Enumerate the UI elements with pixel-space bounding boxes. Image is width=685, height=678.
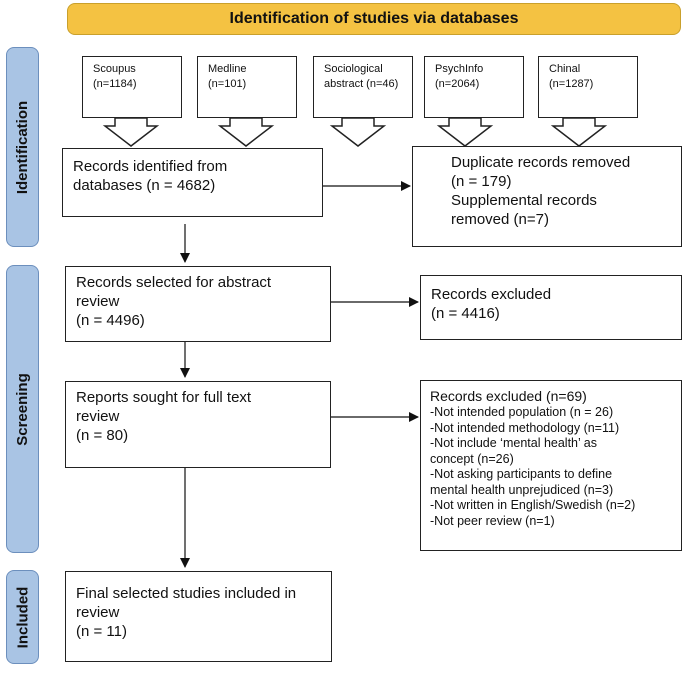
- box-line: Final selected studies included in: [76, 585, 297, 602]
- box-line: Records identified from: [73, 158, 228, 175]
- db-arrow-scoupus: [102, 117, 160, 147]
- db-count: (n=1287): [549, 78, 594, 90]
- box-excluded-abstract: Records excluded (n = 4416): [420, 275, 682, 340]
- exclusion-item: -Not peer review (n=1): [430, 513, 555, 528]
- db-count: (n=101): [208, 78, 247, 90]
- db-box-scoupus: Scoupus (n=1184): [82, 56, 182, 118]
- box-line: (n = 80): [76, 427, 129, 444]
- exclusion-item: mental health unprejudiced (n=3): [430, 482, 614, 497]
- exclusion-item: -Not written in English/Swedish (n=2): [430, 498, 636, 512]
- db-name: Scoupus: [93, 63, 136, 75]
- box-abstract-review: Records selected for abstract review (n …: [65, 266, 331, 342]
- db-name: Medline: [208, 63, 247, 75]
- box-duplicates-removed: Duplicate records removed (n = 179) Supp…: [412, 146, 682, 247]
- diagram-title: Identification of studies via databases: [67, 3, 681, 35]
- db-box-psychinfo: PsychInfo (n=2064): [424, 56, 524, 118]
- exclusion-heading: Records excluded (n=69): [430, 388, 587, 404]
- box-line: (n = 4416): [431, 305, 500, 322]
- db-box-sociological: Sociological abstract (n=46): [313, 56, 413, 118]
- exclusion-item: -Not intended population (n = 26): [430, 405, 614, 419]
- box-line: review: [76, 604, 120, 621]
- db-count: abstract (n=46): [324, 78, 399, 90]
- phase-screening: Screening: [6, 265, 39, 553]
- db-arrow-sociological: [329, 117, 387, 147]
- box-line: (n = 4496): [76, 312, 145, 329]
- box-line: Reports sought for full text: [76, 389, 252, 406]
- box-full-text: Reports sought for full text review (n =…: [65, 381, 331, 468]
- db-count: (n=1184): [93, 78, 137, 90]
- box-line: review: [76, 408, 120, 425]
- box-line: review: [76, 293, 120, 310]
- box-line: (n = 179): [451, 173, 512, 190]
- box-line: Duplicate records removed: [451, 154, 631, 171]
- db-arrow-chinal: [550, 117, 608, 147]
- db-box-medline: Medline (n=101): [197, 56, 297, 118]
- box-line: removed (n=7): [451, 211, 549, 228]
- box-line: (n = 11): [76, 623, 127, 640]
- db-arrow-medline: [217, 117, 275, 147]
- phase-identification: Identification: [6, 47, 39, 247]
- db-arrow-psychinfo: [436, 117, 494, 147]
- box-line: Supplemental records: [451, 192, 597, 209]
- exclusion-item: -Not include ‘mental health’ as: [430, 436, 597, 450]
- db-name: PsychInfo: [435, 63, 484, 75]
- db-box-chinal: Chinal (n=1287): [538, 56, 638, 118]
- phase-included: Included: [6, 570, 39, 664]
- exclusion-item: -Not asking participants to define: [430, 467, 613, 481]
- exclusion-item: -Not intended methodology (n=11): [430, 420, 620, 435]
- box-line: Records excluded: [431, 286, 552, 303]
- box-line: databases (n = 4682): [73, 177, 216, 194]
- box-line: Records selected for abstract: [76, 274, 272, 291]
- db-count: (n=2064): [435, 78, 480, 90]
- exclusion-item: concept (n=26): [430, 451, 514, 466]
- db-name: Chinal: [549, 63, 581, 75]
- box-final-included: Final selected studies included in revie…: [65, 571, 332, 662]
- box-excluded-full-text: Records excluded (n=69) -Not intended po…: [420, 380, 682, 551]
- db-name: Sociological: [324, 63, 383, 75]
- box-records-identified: Records identified from databases (n = 4…: [62, 148, 323, 217]
